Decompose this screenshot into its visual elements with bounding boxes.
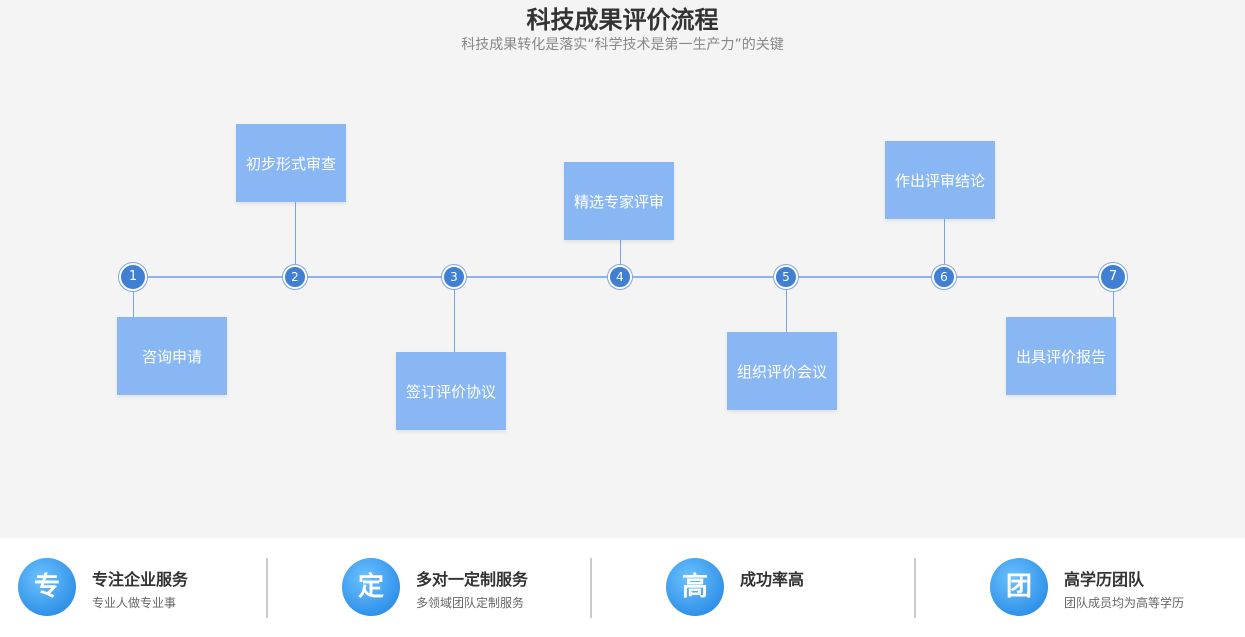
feature-badge-icon: 高: [666, 558, 724, 616]
step-node-7: 7: [1099, 263, 1127, 291]
page-title: 科技成果评价流程: [526, 6, 719, 34]
step-node-4: 4: [608, 265, 632, 289]
step-node-5: 5: [774, 265, 798, 289]
feature-subtitle: 专业人做专业事: [92, 596, 177, 610]
divider: [590, 558, 592, 618]
step-box-7: 出具评价报告: [1006, 317, 1116, 395]
step-node-3: 3: [442, 265, 466, 289]
divider: [266, 558, 268, 618]
connector-2: [295, 201, 296, 266]
connector-1: [133, 287, 134, 317]
feature-title: 高学历团队: [1064, 570, 1145, 589]
step-box-2: 初步形式审查: [236, 124, 346, 202]
feature-badge-icon: 专: [18, 558, 76, 616]
step-node-1: 1: [119, 263, 147, 291]
feature-subtitle: 团队成员均为高等学历: [1064, 596, 1185, 610]
feature-title: 多对一定制服务: [416, 570, 529, 589]
step-box-4: 精选专家评审: [564, 162, 674, 240]
feature-badge-icon: 定: [342, 558, 400, 616]
connector-6: [944, 219, 945, 266]
connector-3: [454, 287, 455, 352]
step-box-1: 咨询申请: [117, 317, 227, 395]
step-node-2: 2: [283, 265, 307, 289]
connector-7: [1113, 289, 1114, 317]
divider: [914, 558, 916, 618]
process-section: 科技成果评价流程 科技成果转化是落实“科学技术是第一生产力”的关键 1 2 3 …: [0, 0, 1245, 538]
features-bar: 专 专注企业服务 专业人做专业事 定 多对一定制服务 多领域团队定制服务 高 成…: [0, 538, 1245, 637]
connector-4: [620, 239, 621, 266]
step-box-6: 作出评审结论: [885, 141, 995, 219]
feature-badge-icon: 团: [990, 558, 1048, 616]
step-node-6: 6: [932, 265, 956, 289]
step-box-3: 签订评价协议: [396, 352, 506, 430]
connector-5: [786, 287, 787, 332]
page-subtitle: 科技成果转化是落实“科学技术是第一生产力”的关键: [461, 37, 784, 53]
feature-title: 成功率高: [740, 570, 805, 589]
feature-subtitle: 多领域团队定制服务: [416, 596, 525, 610]
feature-title: 专注企业服务: [92, 570, 189, 589]
step-box-5: 组织评价会议: [727, 332, 837, 410]
